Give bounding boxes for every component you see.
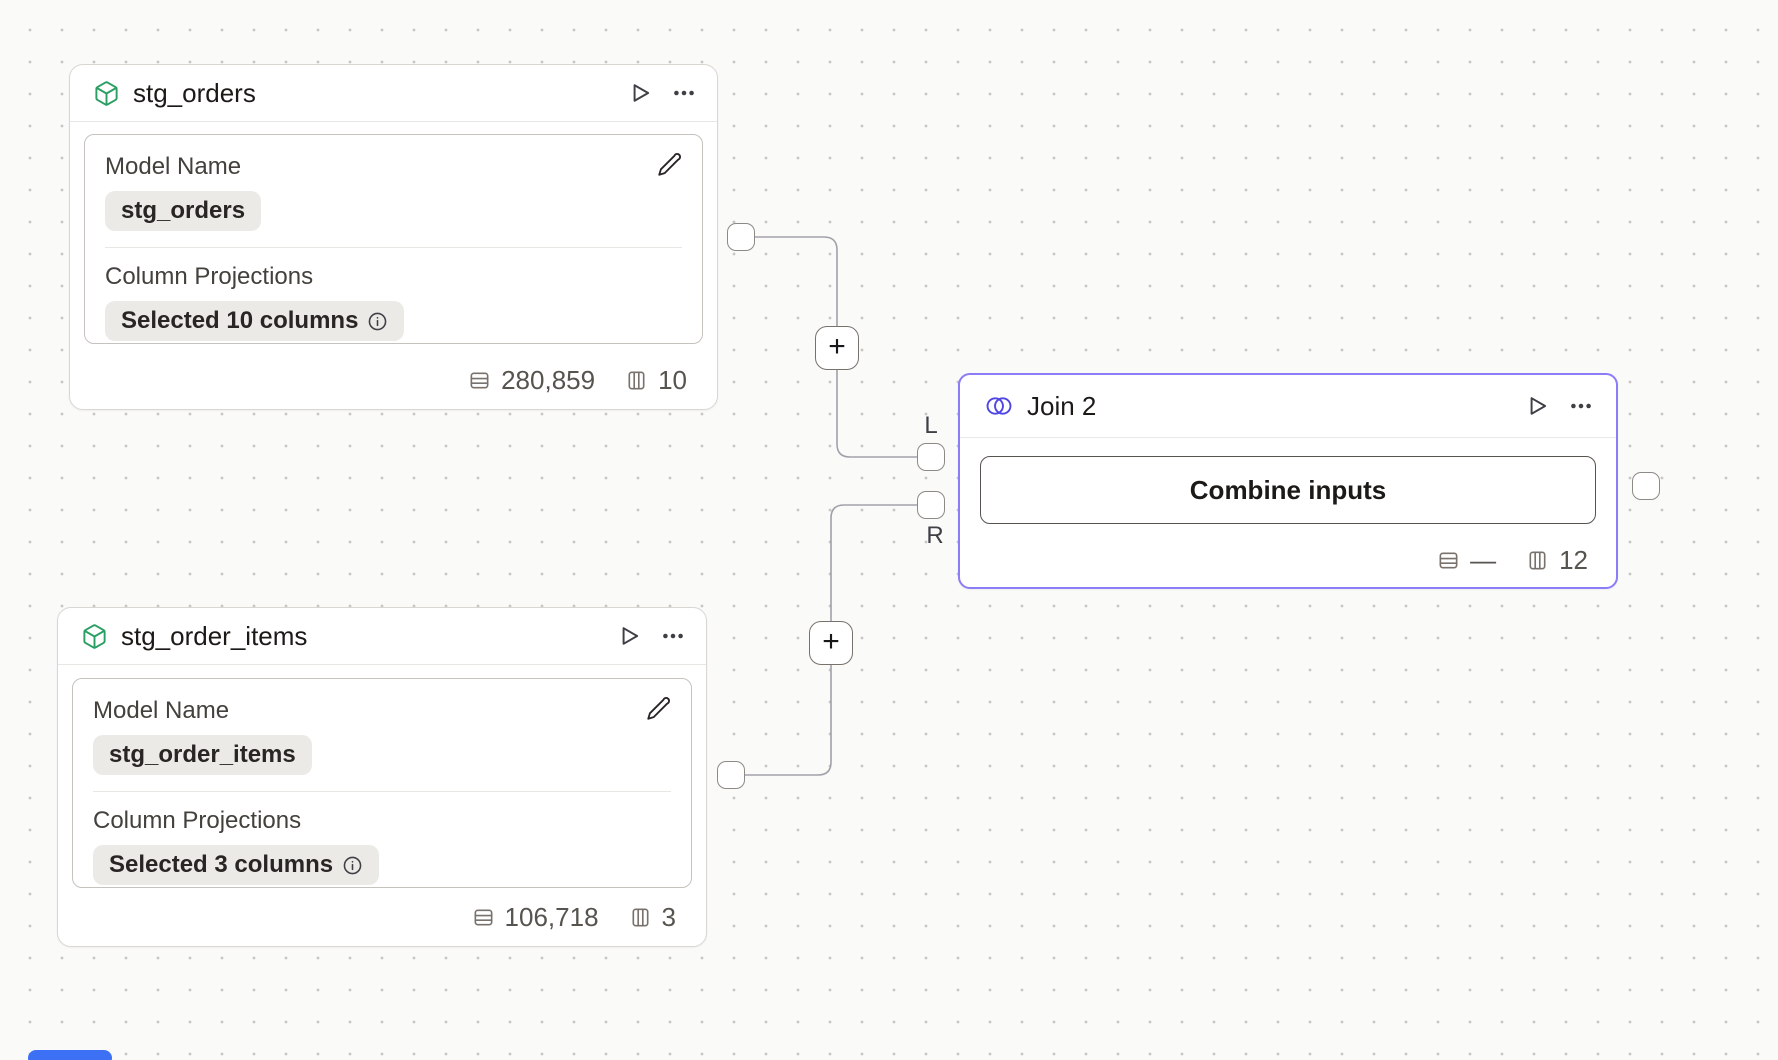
ellipsis-icon xyxy=(663,633,683,639)
add-step-button-right-wire[interactable]: + xyxy=(809,621,853,665)
run-node-button[interactable] xyxy=(1524,393,1550,419)
pencil-icon xyxy=(658,153,681,176)
join-left-input-port[interactable] xyxy=(917,443,945,471)
run-node-button[interactable] xyxy=(627,80,653,106)
divider xyxy=(105,247,682,248)
row-count: 106,718 xyxy=(504,902,599,932)
play-icon xyxy=(1530,397,1547,415)
model-name-value-badge[interactable]: stg_order_items xyxy=(93,735,312,775)
venn-circles-icon xyxy=(986,397,1012,415)
table-columns-icon xyxy=(628,371,645,390)
node-stg-order-items[interactable]: stg_order_items Model Name xyxy=(57,607,707,947)
cube-icon xyxy=(83,623,106,649)
play-icon xyxy=(633,84,650,102)
edit-model-name-button[interactable] xyxy=(645,696,671,722)
right-input-label: R xyxy=(926,522,944,549)
divider xyxy=(93,791,671,792)
model-name-value-badge[interactable]: stg_orders xyxy=(105,191,262,231)
node-stg-orders[interactable]: stg_orders Model Name xyxy=(69,64,718,410)
table-rows-icon xyxy=(474,909,493,926)
left-input-label: L xyxy=(924,412,938,439)
column-count: 3 xyxy=(661,902,676,932)
table-columns-icon xyxy=(632,908,649,927)
node-header: stg_orders xyxy=(70,65,717,122)
output-port-stg-orders[interactable] xyxy=(727,223,755,251)
table-rows-icon xyxy=(1439,552,1458,569)
column-count: 10 xyxy=(658,365,687,395)
row-count: 280,859 xyxy=(501,365,596,395)
node-stats: 280,859 10 xyxy=(468,365,687,396)
column-count: 12 xyxy=(1559,545,1588,575)
node-header: Join 2 xyxy=(960,375,1616,438)
table-columns-icon xyxy=(1529,551,1546,570)
node-stats: 106,718 3 xyxy=(472,902,676,933)
node-header: stg_order_items xyxy=(58,608,706,665)
edit-model-name-button[interactable] xyxy=(656,152,682,178)
column-projections-label: Column Projections xyxy=(93,807,302,834)
model-name-value: stg_order_items xyxy=(109,741,296,768)
model-name-label: Model Name xyxy=(105,153,242,180)
info-circle-icon[interactable] xyxy=(342,855,363,876)
column-projections-label: Column Projections xyxy=(105,263,314,290)
node-config-card: Model Name stg_orders Column Projections… xyxy=(84,134,703,344)
column-projections-value: Selected 3 columns xyxy=(109,851,334,878)
column-projections-badge[interactable]: Selected 3 columns xyxy=(93,845,380,885)
output-port-join[interactable] xyxy=(1632,472,1660,500)
node-menu-button[interactable] xyxy=(660,623,686,649)
node-config-card: Model Name stg_order_items Column Projec… xyxy=(72,678,692,888)
output-port-stg-order-items[interactable] xyxy=(717,761,745,789)
play-icon xyxy=(622,627,639,645)
info-circle-icon[interactable] xyxy=(367,311,388,332)
model-name-value: stg_orders xyxy=(121,197,246,224)
node-title: Join 2 xyxy=(1027,390,1097,421)
node-title: stg_order_items xyxy=(121,620,308,651)
add-step-button-left-wire[interactable]: + xyxy=(815,326,859,370)
combine-inputs-button[interactable]: Combine inputs xyxy=(980,456,1596,524)
join-right-input-port[interactable] xyxy=(917,491,945,519)
node-menu-button[interactable] xyxy=(671,80,697,106)
node-join-2[interactable]: Join 2 Combine inputs — xyxy=(958,373,1618,589)
pencil-icon xyxy=(647,697,670,720)
column-projections-badge[interactable]: Selected 10 columns xyxy=(105,301,405,341)
horizontal-scroll-indicator[interactable] xyxy=(28,1050,112,1060)
ellipsis-icon xyxy=(674,90,694,96)
node-menu-button[interactable] xyxy=(1568,393,1594,419)
run-node-button[interactable] xyxy=(616,623,642,649)
ellipsis-icon xyxy=(1571,403,1591,409)
column-projections-value: Selected 10 columns xyxy=(121,307,359,334)
node-title: stg_orders xyxy=(133,77,256,108)
node-stats: — 12 xyxy=(1437,545,1588,576)
table-rows-icon xyxy=(470,372,489,389)
row-count: — xyxy=(1470,545,1497,575)
model-name-label: Model Name xyxy=(93,697,230,724)
cube-icon xyxy=(95,80,118,106)
